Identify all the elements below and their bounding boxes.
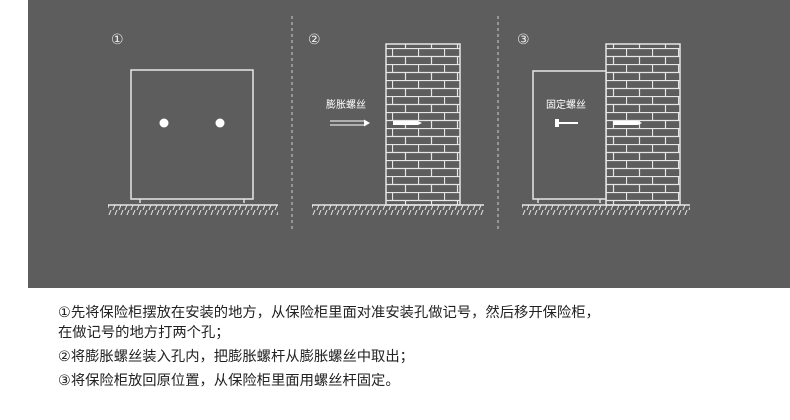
step-3-panel: ③ 固定螺丝 — [517, 32, 690, 215]
instruction-step-2: ②将膨胀螺丝装入孔内，把膨胀螺杆从膨胀螺丝中取出； — [58, 349, 414, 365]
instruction-step-1-line-1: ①先将保险柜摆放在安装的地方，从保险柜里面对准安装孔做记号，然后移开保险柜， — [58, 305, 600, 321]
drilled-hole-3 — [613, 121, 642, 125]
safe-front — [130, 69, 254, 200]
drilled-hole-2 — [393, 121, 422, 125]
fixing-screw-icon — [555, 119, 578, 127]
instructions: ①先将保险柜摆放在安装的地方，从保险柜里面对准安装孔做记号，然后移开保险柜， 在… — [58, 303, 784, 391]
step-1-panel: ① — [108, 32, 278, 215]
step-3-number: ③ — [517, 32, 530, 48]
ground-hatch-1 — [108, 205, 278, 215]
step-1-number: ① — [111, 32, 124, 48]
ground-hatch-2 — [312, 205, 484, 215]
step-2-number: ② — [308, 32, 321, 48]
expansion-screw-icon — [330, 119, 370, 127]
mounting-hole-left — [159, 118, 169, 128]
instruction-step-1-line-2: 在做记号的地方打两个孔； — [58, 325, 230, 341]
fixing-screw-label: 固定螺丝 — [546, 98, 586, 111]
ground-hatch-3 — [522, 205, 690, 215]
step-2-panel: ② 膨胀螺丝 — [308, 32, 484, 215]
instruction-step-3: ③将保险柜放回原位置，从保险柜里面用螺丝杆固定。 — [58, 373, 400, 389]
safe-side — [532, 70, 607, 200]
installation-diagram: ① ② 膨胀螺丝 ③ 固定螺丝 — [28, 0, 790, 288]
expansion-screw-label: 膨胀螺丝 — [326, 98, 366, 111]
mounting-hole-right — [215, 118, 225, 128]
